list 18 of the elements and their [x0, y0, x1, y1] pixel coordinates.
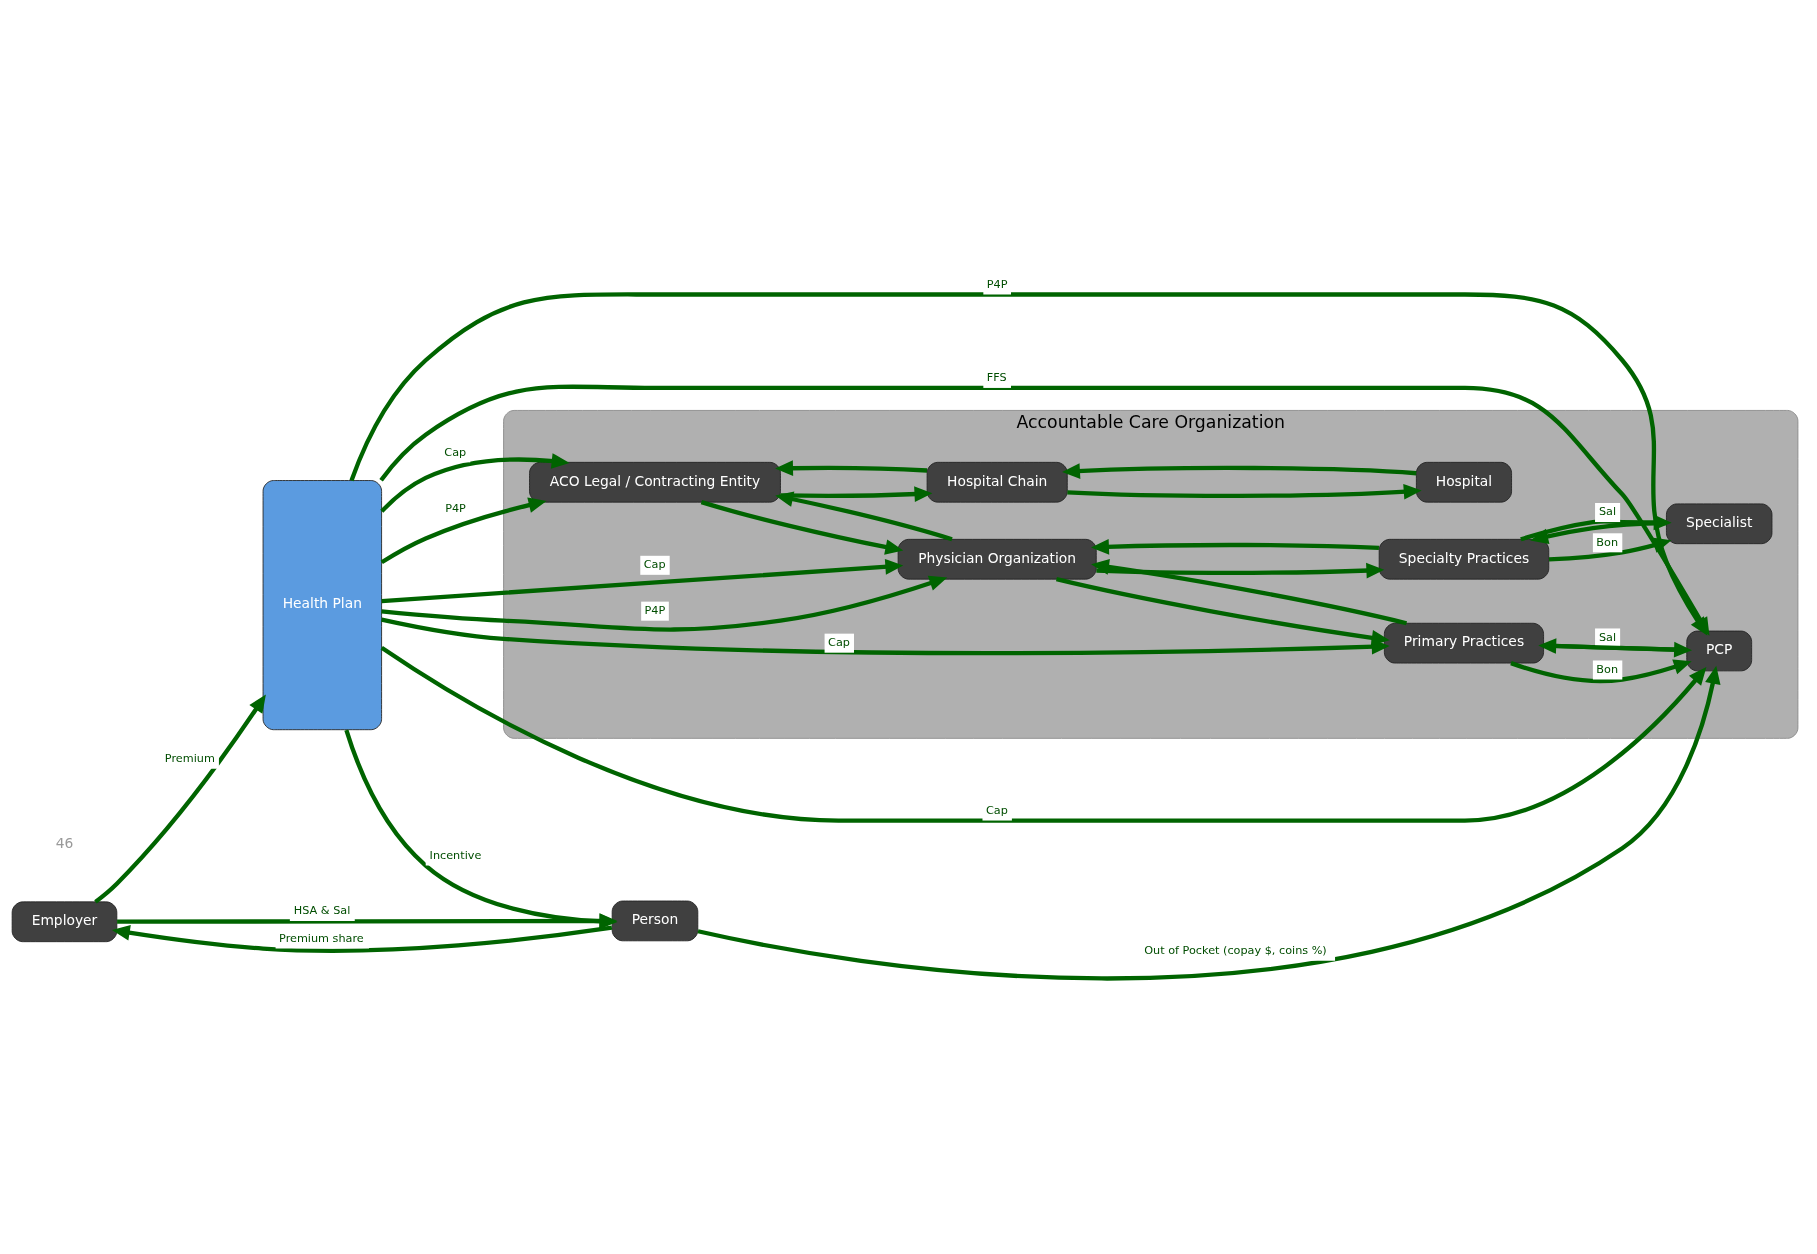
edge-label: Cap — [828, 636, 850, 650]
edge-label: Cap — [444, 445, 467, 459]
edge-label: Premium — [164, 752, 215, 766]
edge-label: P4P — [986, 277, 1008, 291]
edge-label: Cap — [643, 558, 666, 572]
edge-label: Cap — [985, 803, 1008, 817]
label: 46 — [55, 835, 74, 852]
edge-label: Sal — [1598, 630, 1617, 644]
edge-label: Bon — [1596, 662, 1619, 676]
edge-label: FFS — [986, 371, 1007, 385]
edge-label: Sal — [1598, 505, 1617, 519]
edge-label: Bon — [1596, 535, 1619, 549]
edge-label: Out of Pocket (copay $, coins %) — [1144, 944, 1327, 958]
edge-label: P4P — [644, 604, 666, 618]
edge-label: Incentive — [429, 848, 482, 862]
edge-label: HSA & Sal — [293, 904, 351, 918]
edge-label: Premium share — [279, 932, 364, 946]
edge-label: P4P — [445, 502, 466, 516]
